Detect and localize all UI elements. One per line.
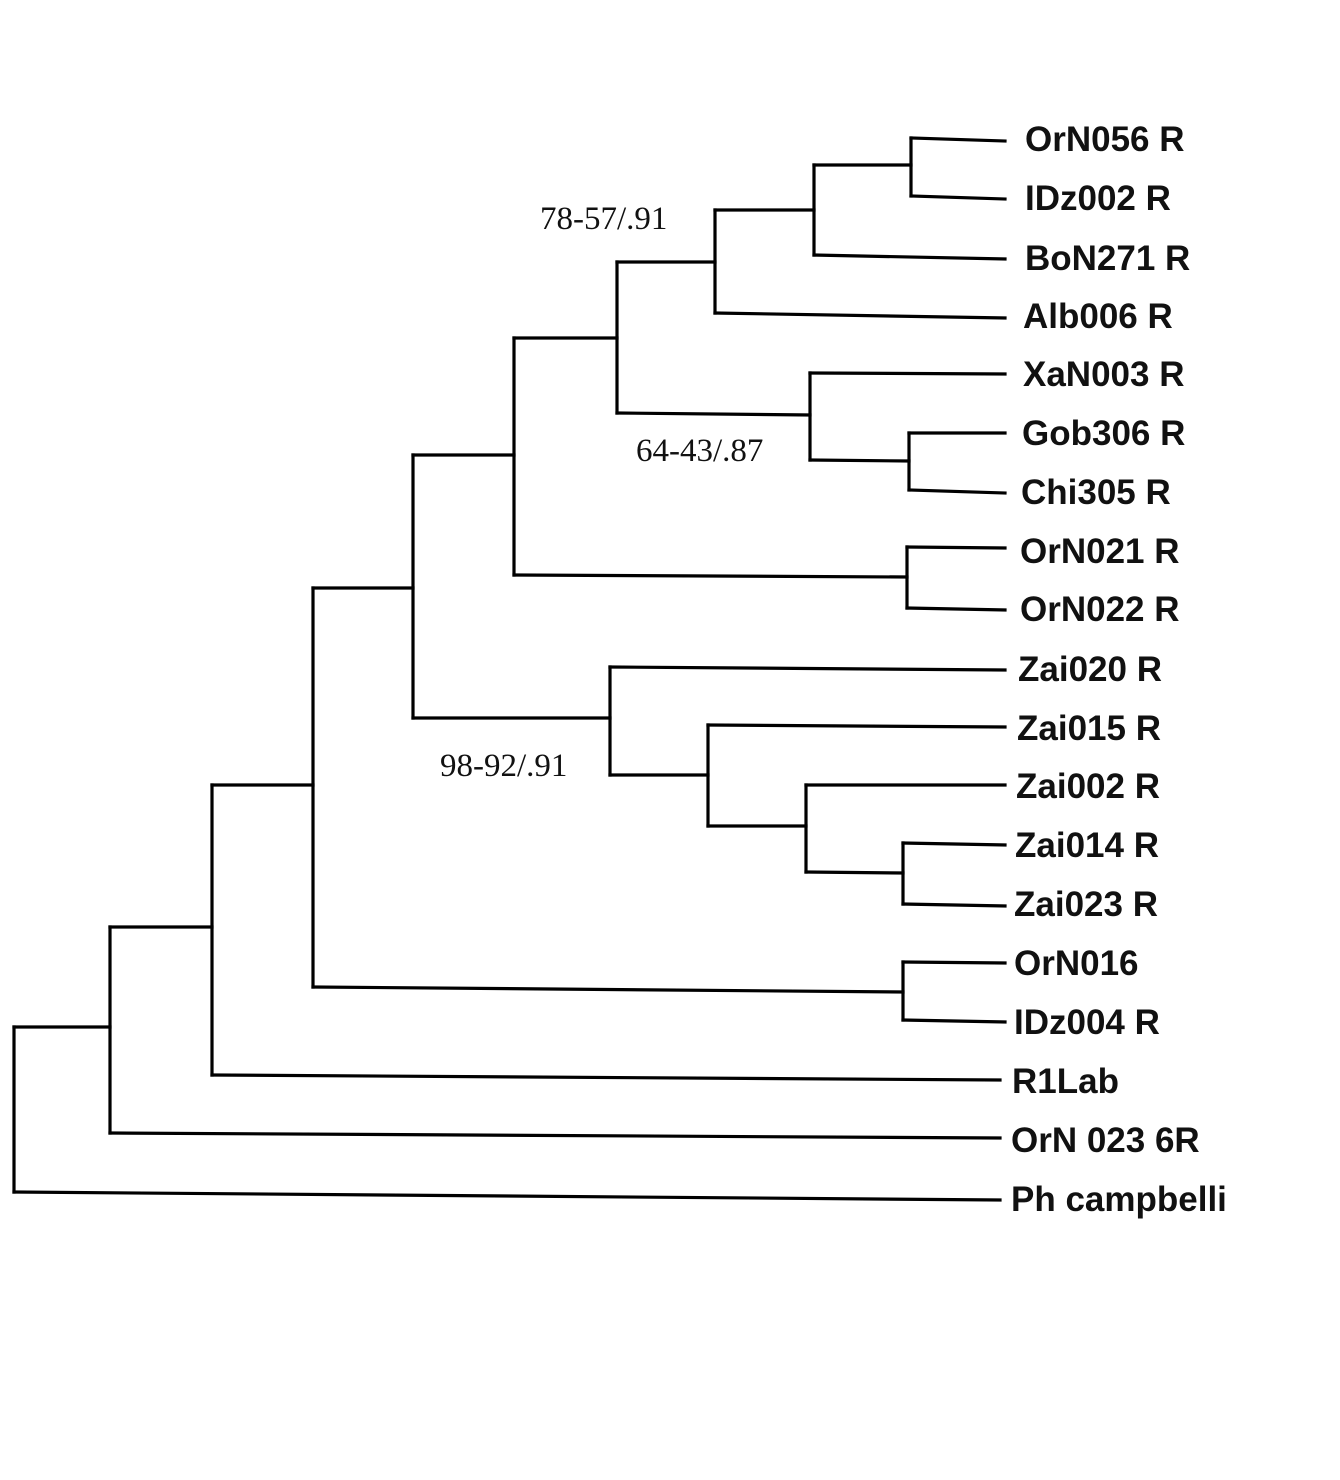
taxon-label-idz002: IDz002 R [1025,179,1171,218]
taxon-labels: OrN056 R IDz002 R BoN271 R Alb006 R XaN0… [1011,120,1227,1219]
branch-line [512,573,909,579]
branch-line [12,1190,1002,1202]
taxon-label-zai020: Zai020 R [1018,650,1162,689]
branch-line [706,723,1007,729]
tree-branches [12,136,1007,1202]
taxon-label-orn021: OrN021 R [1020,532,1180,571]
taxon-label-r1lab: R1Lab [1012,1062,1119,1101]
branch-line [804,870,905,875]
branch-line [713,311,1007,320]
support-value-label: 98-92/.91 [440,748,567,784]
support-value-label: 78-57/.91 [540,201,667,237]
taxon-label-zai023: Zai023 R [1014,885,1158,924]
taxon-label-idz004: IDz004 R [1014,1003,1160,1042]
branch-line [909,194,1007,201]
branch-line [808,371,1007,376]
branch-line [901,1018,1007,1024]
taxon-label-ph-campbelli: Ph campbelli [1011,1180,1227,1219]
branch-line [608,665,1007,672]
branch-line [210,1073,1002,1082]
taxon-label-orn056: OrN056 R [1025,120,1185,159]
support-value-label: 64-43/.87 [636,433,763,469]
branch-line [901,841,1007,847]
taxon-label-alb006: Alb006 R [1023,297,1173,336]
taxon-label-bon271: BoN271 R [1025,239,1190,278]
taxon-label-orn0236r: OrN 023 6R [1011,1121,1200,1160]
branch-line [905,606,1007,612]
taxon-label-orn022: OrN022 R [1020,590,1180,629]
support-values: 78-57/.91 64-43/.87 98-92/.91 [440,201,763,784]
branch-line [812,253,1007,261]
branch-line [108,1131,1002,1140]
taxon-label-gob306: Gob306 R [1022,414,1185,453]
branch-line [901,960,1007,965]
taxon-label-orn016: OrN016 [1014,944,1139,983]
taxon-label-zai002: Zai002 R [1016,767,1160,806]
taxon-label-zai015: Zai015 R [1017,709,1161,748]
branch-line [901,902,1007,908]
taxon-label-xan003: XaN003 R [1023,355,1184,394]
branch-line [311,985,905,994]
branch-line [615,411,812,417]
branch-line [808,458,911,463]
taxon-label-zai014: Zai014 R [1015,826,1159,865]
branch-line [909,136,1007,143]
branch-line [905,545,1007,550]
taxon-label-chi305: Chi305 R [1021,473,1171,512]
branch-line [907,488,1007,495]
